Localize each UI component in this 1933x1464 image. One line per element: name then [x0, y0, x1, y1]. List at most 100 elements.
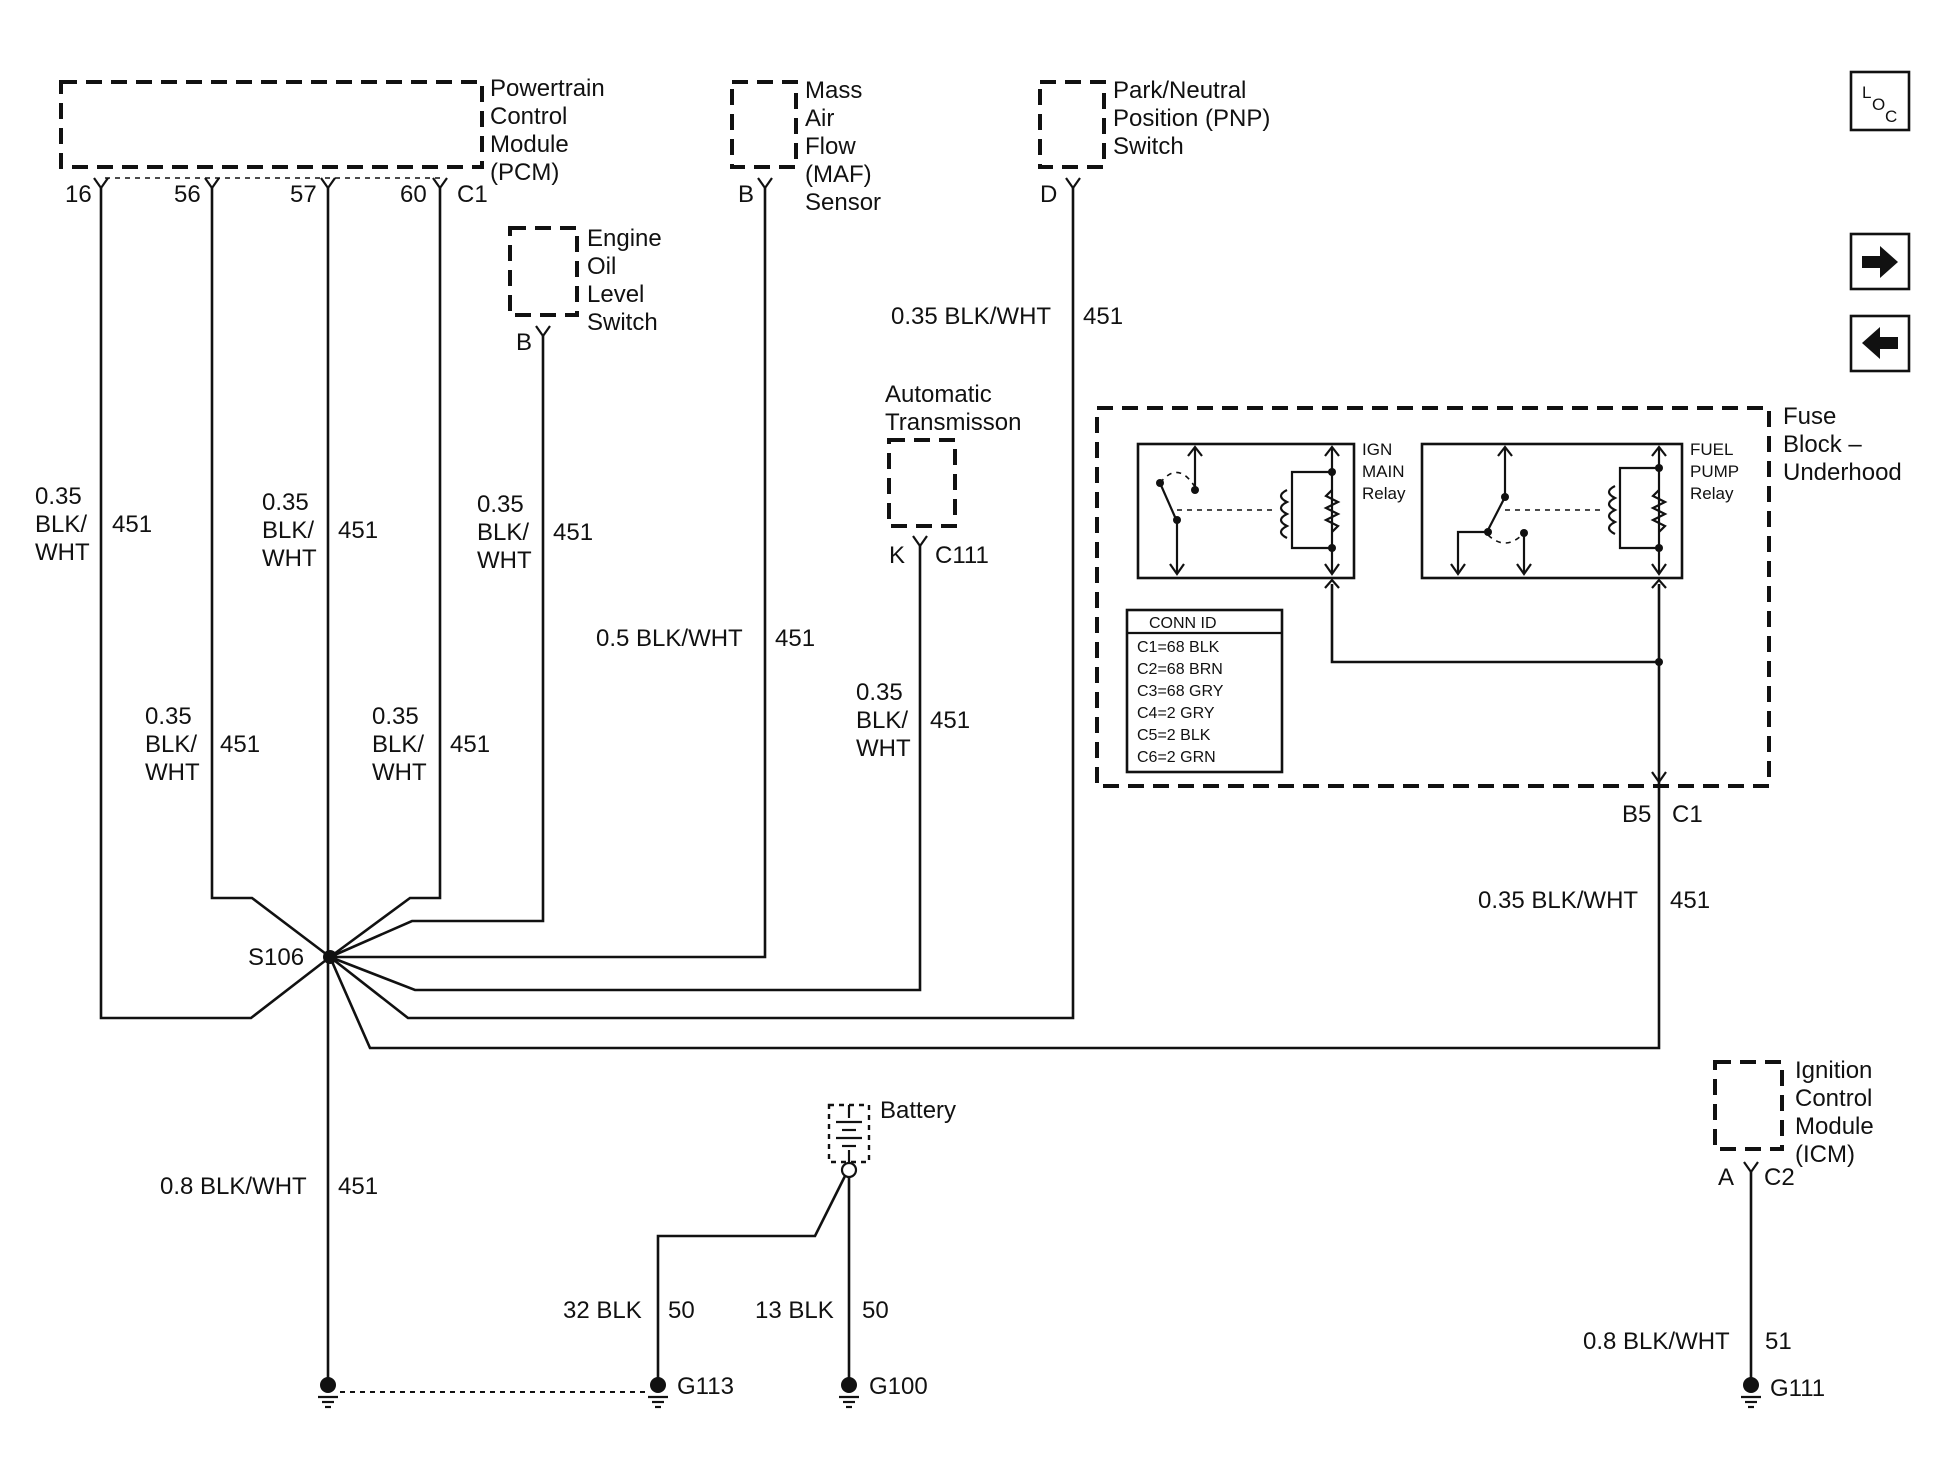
icm-pin: A — [1718, 1164, 1734, 1191]
svg-text:WHT: WHT — [35, 539, 90, 566]
wires: S106 — [93, 177, 1661, 1378]
svg-text:0.8 BLK/WHT: 0.8 BLK/WHT — [160, 1173, 307, 1200]
svg-text:451: 451 — [930, 707, 970, 734]
pcm-connector: C1 — [457, 181, 488, 208]
svg-text:BLK/: BLK/ — [35, 511, 87, 538]
pnp-switch-component: Park/Neutral Position (PNP) Switch D — [1038, 77, 1270, 208]
svg-text:51: 51 — [1765, 1328, 1792, 1355]
svg-text:BLK/: BLK/ — [262, 517, 314, 544]
maf-sensor-component: Mass Air Flow (MAF) Sensor B — [730, 77, 881, 216]
svg-text:C5=2 BLK: C5=2 BLK — [1137, 727, 1211, 744]
svg-text:WHT: WHT — [477, 547, 532, 574]
svg-text:451: 451 — [450, 731, 490, 758]
svg-text:32 BLK: 32 BLK — [563, 1297, 642, 1324]
svg-text:Park/Neutral: Park/Neutral — [1113, 77, 1246, 104]
svg-text:C6=2 GRN: C6=2 GRN — [1137, 749, 1216, 766]
fuse-block-pin: B5 — [1622, 801, 1651, 828]
svg-text:Ignition: Ignition — [1795, 1057, 1872, 1084]
ground-g100: G100 — [839, 1373, 928, 1409]
svg-text:O: O — [1872, 95, 1885, 114]
ground-s106 — [318, 1377, 338, 1409]
svg-text:CONN ID: CONN ID — [1149, 615, 1217, 632]
svg-text:451: 451 — [1083, 303, 1123, 330]
svg-text:451: 451 — [775, 625, 815, 652]
svg-text:Engine: Engine — [587, 225, 662, 252]
svg-text:Powertrain: Powertrain — [490, 75, 605, 102]
svg-text:Underhood: Underhood — [1783, 459, 1902, 486]
svg-text:(PCM): (PCM) — [490, 159, 559, 186]
svg-text:451: 451 — [338, 1173, 378, 1200]
svg-text:50: 50 — [668, 1297, 695, 1324]
fuel-pump-relay: FUEL PUMP Relay — [1420, 440, 1739, 580]
pcm-pin-57: 57 — [290, 181, 317, 208]
svg-text:0.35: 0.35 — [856, 679, 903, 706]
svg-text:Module: Module — [490, 131, 569, 158]
svg-text:Transmisson: Transmisson — [885, 409, 1021, 436]
ground-g111: G111 — [1741, 1375, 1825, 1409]
svg-text:WHT: WHT — [372, 759, 427, 786]
svg-text:Control: Control — [490, 103, 567, 130]
svg-text:IGN: IGN — [1362, 440, 1392, 459]
svg-text:BLK/: BLK/ — [856, 707, 908, 734]
oil-switch-pin: B — [516, 329, 532, 356]
oil-level-switch-component: Engine Oil Level Switch B — [508, 225, 662, 356]
svg-text:Oil: Oil — [587, 253, 616, 280]
fuse-block-connector: C1 — [1672, 801, 1703, 828]
svg-text:WHT: WHT — [145, 759, 200, 786]
fuse-block-component: Fuse Block – Underhood IGN MAIN — [1095, 403, 1902, 828]
battery-component: Battery — [656, 1097, 956, 1382]
svg-text:C3=68 GRY: C3=68 GRY — [1137, 683, 1224, 700]
icm-component: Ignition Control Module (ICM) A C2 — [1713, 1057, 1874, 1382]
pcm-pin-56: 56 — [174, 181, 201, 208]
previous-page-button[interactable] — [1849, 314, 1911, 373]
transmission-pin: K — [889, 542, 905, 569]
svg-text:Flow: Flow — [805, 133, 856, 160]
svg-text:MAIN: MAIN — [1362, 462, 1405, 481]
svg-text:0.35 BLK/WHT: 0.35 BLK/WHT — [891, 303, 1051, 330]
svg-text:Relay: Relay — [1690, 484, 1734, 503]
pcm-component: Powertrain Control Module (PCM) 16 56 57… — [59, 75, 605, 208]
ign-main-relay: IGN MAIN Relay — [1136, 440, 1406, 580]
next-page-button[interactable] — [1849, 232, 1911, 291]
icm-connector: C2 — [1764, 1164, 1795, 1191]
svg-text:Position (PNP): Position (PNP) — [1113, 105, 1270, 132]
svg-text:0.5 BLK/WHT: 0.5 BLK/WHT — [596, 625, 743, 652]
svg-text:Block –: Block – — [1783, 431, 1862, 458]
svg-text:BLK/: BLK/ — [145, 731, 197, 758]
maf-pin: B — [738, 181, 754, 208]
svg-text:0.35: 0.35 — [35, 483, 82, 510]
svg-text:451: 451 — [338, 517, 378, 544]
grounds: G113 G100 G111 — [318, 1373, 1825, 1409]
svg-text:0.8 BLK/WHT: 0.8 BLK/WHT — [1583, 1328, 1730, 1355]
svg-text:Level: Level — [587, 281, 644, 308]
location-button[interactable]: L O C — [1849, 70, 1911, 132]
splice-label: S106 — [248, 944, 304, 971]
pnp-pin: D — [1040, 181, 1057, 208]
transmission-component: Automatic Transmisson K C111 — [885, 381, 1021, 569]
svg-text:451: 451 — [553, 519, 593, 546]
arrow-right-icon — [1862, 246, 1898, 278]
transmission-connector: C111 — [935, 542, 989, 569]
svg-text:G100: G100 — [869, 1373, 928, 1400]
svg-text:Switch: Switch — [1113, 133, 1184, 160]
svg-text:Switch: Switch — [587, 309, 658, 336]
svg-text:PUMP: PUMP — [1690, 462, 1739, 481]
splice-s106-dot — [323, 950, 337, 964]
svg-text:Module: Module — [1795, 1113, 1874, 1140]
svg-text:(ICM): (ICM) — [1795, 1141, 1855, 1168]
svg-text:451: 451 — [112, 511, 152, 538]
svg-text:(MAF): (MAF) — [805, 161, 872, 188]
svg-text:G111: G111 — [1770, 1375, 1825, 1402]
svg-text:WHT: WHT — [856, 735, 911, 762]
svg-text:Control: Control — [1795, 1085, 1872, 1112]
svg-text:C: C — [1885, 107, 1897, 126]
svg-text:Relay: Relay — [1362, 484, 1406, 503]
svg-text:C1=68 BLK: C1=68 BLK — [1137, 639, 1220, 656]
svg-text:0.35: 0.35 — [372, 703, 419, 730]
svg-text:G113: G113 — [677, 1373, 734, 1400]
svg-text:50: 50 — [862, 1297, 889, 1324]
svg-text:Automatic: Automatic — [885, 381, 992, 408]
svg-text:Fuse: Fuse — [1783, 403, 1836, 430]
svg-text:0.35 BLK/WHT: 0.35 BLK/WHT — [1478, 887, 1638, 914]
